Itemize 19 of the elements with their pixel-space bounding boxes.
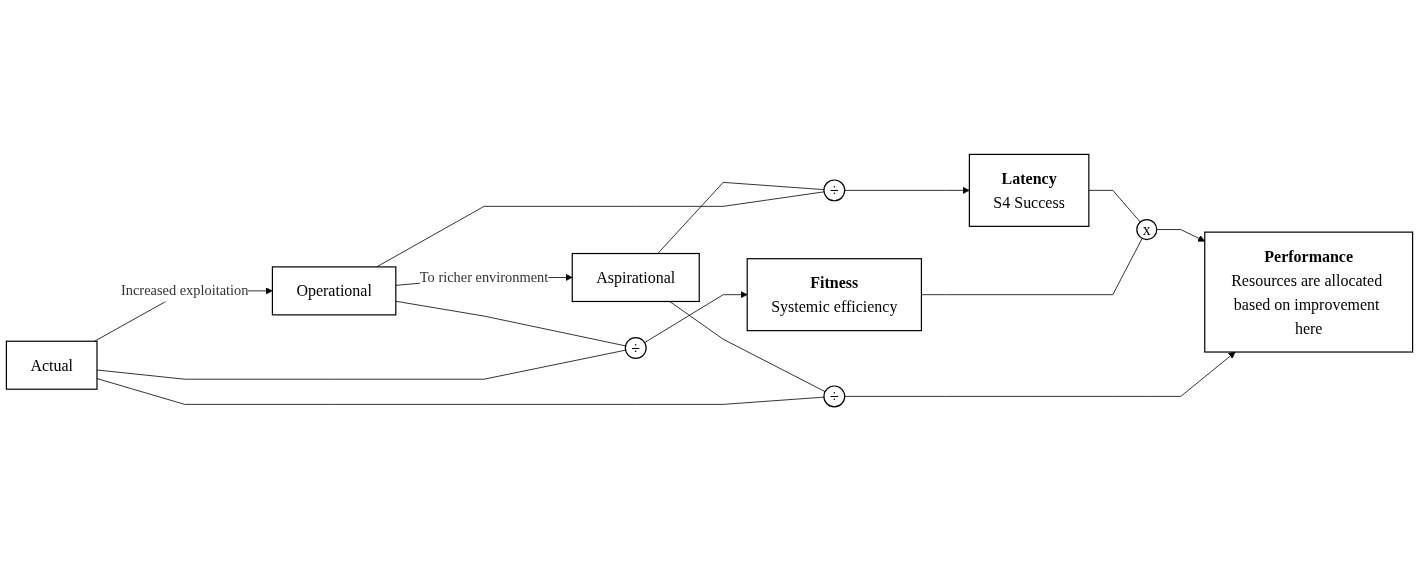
connector [376,191,825,268]
connector [921,238,1143,296]
edge-label: Increased exploitation [120,282,249,299]
connector [1088,190,1141,223]
node-box: Aspirational [571,253,700,303]
node-box: Latency S4 Success [968,153,1090,228]
node-box: Actual [5,340,98,390]
node-box: Fitness Systemic efficiency [746,258,922,332]
connector [669,301,826,393]
connector [395,300,626,347]
node-box: Performance Resources are allocated based on improvement here [1204,231,1414,353]
node-circle: ÷ [823,179,846,202]
connector [96,349,626,380]
node-circle: ÷ [624,337,647,360]
node-circle: x [1136,219,1158,241]
edge-label: To richer environment [419,269,549,286]
node-circle: ÷ [823,385,846,408]
connector [657,182,825,254]
node-box: Operational [271,266,397,316]
